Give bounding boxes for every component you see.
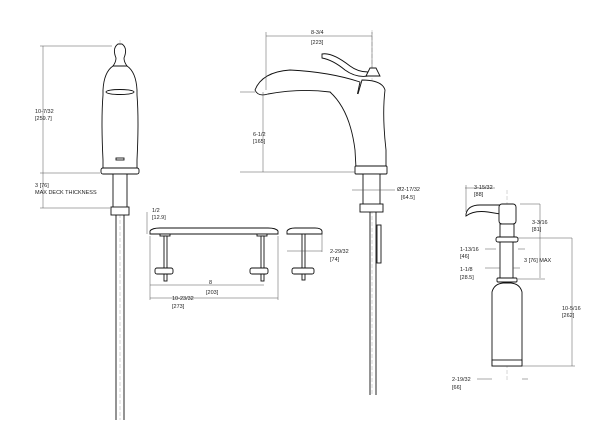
plate-thickness-mm-label: [12.9] (152, 215, 166, 221)
spacing-mm-label: [203] (206, 290, 219, 296)
collar-mm-label: [46] (460, 254, 470, 260)
spout-height-mm-label: [165] (253, 139, 266, 145)
deck-thickness-label: 3 [76] (35, 183, 49, 189)
shank-in-label: 1-1/8 (460, 267, 473, 273)
base-dia-mm-label: [64.5] (401, 195, 415, 201)
reach-in-label: 3-15/32 (474, 185, 493, 191)
soap-dispenser: 3-15/32 [88] 3-3/16 [81] 1-13/16 [46] 3 … (452, 185, 581, 391)
escutcheon-in-label: 2-29/32 (330, 249, 349, 255)
faucet-front-view: 8-3/4 [223] 6-1/2 [165] Ø2-17/32 [64.5] (240, 30, 420, 395)
spout-height-in-label: 6-1/2 (253, 132, 266, 138)
height-in-label: 10-7/32 (35, 109, 54, 115)
deck-thickness-note: MAX DECK THICKNESS (35, 190, 97, 196)
shank-mm-label: [28.5] (460, 275, 474, 281)
faucet-side-view: 10-7/32 [259.7] 3 [76] MAX DECK THICKNES… (35, 40, 140, 420)
reach-mm-label: [223] (311, 40, 324, 46)
reach-mm-label: [88] (474, 192, 484, 198)
bottle-dia-in-label: 2-19/32 (452, 377, 471, 383)
bottle-length-mm-label: [262] (562, 313, 575, 319)
head-in-label: 3-3/16 (532, 220, 548, 226)
base-dia-in-label: Ø2-17/32 (397, 187, 420, 193)
escutcheon-mm-label: [74] (330, 257, 340, 263)
height-mm-label: [259.7] (35, 116, 52, 122)
bottle-dia-mm-label: [66] (452, 385, 462, 391)
deck-plate: 1/2 [12.9] 8 [203] 10-23/32 [273] 2-29/3… (146, 208, 349, 310)
reach-in-label: 8-3/4 (311, 30, 324, 36)
collar-in-label: 1-13/16 (460, 247, 479, 253)
head-mm-label: [81] (532, 227, 542, 233)
plate-thickness-in-label: 1/2 (152, 208, 160, 214)
deck-max-label: 3 [76] MAX (524, 258, 552, 264)
length-in-label: 10-23/32 (172, 296, 194, 302)
length-mm-label: [273] (172, 304, 185, 310)
spacing-in-label: 8 (209, 280, 212, 286)
bottle-length-in-label: 10-5/16 (562, 306, 581, 312)
